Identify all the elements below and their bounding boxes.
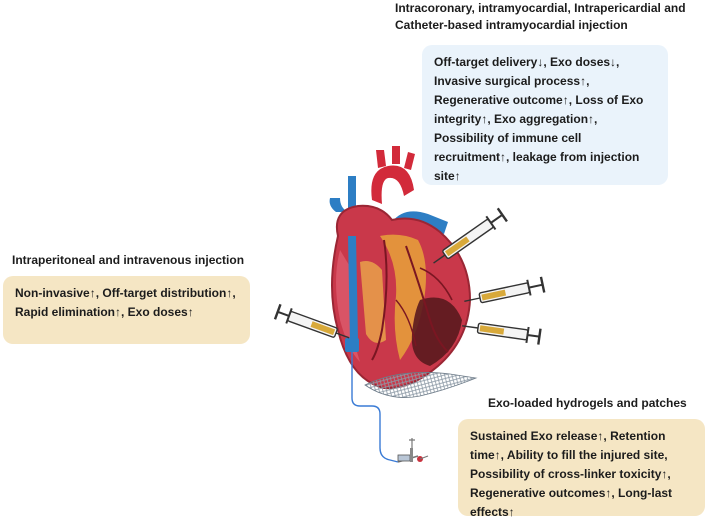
intracoronary-heading: Intracoronary, intramyocardial, Intraper… (395, 1, 686, 32)
intracoronary-description-box: Off-target delivery↓, Exo doses↓, Invasi… (422, 45, 668, 185)
hydrogel-patch-icon (364, 372, 478, 398)
intraperitoneal-heading: Intraperitoneal and intravenous injectio… (12, 253, 245, 267)
heart-illustration (329, 146, 472, 390)
hydrogels-description-box: Sustained Exo release↑, Retention time↑,… (458, 419, 705, 519)
intraperitoneal-description-box: Non-invasive↑, Off-target distribution↑,… (3, 276, 250, 344)
syringe-icon (464, 276, 546, 304)
hydrogels-heading: Exo-loaded hydrogels and patches (488, 396, 687, 410)
syringe-icon (433, 207, 508, 264)
syringe-icon (462, 322, 542, 345)
catheter-icon (351, 352, 429, 463)
syringe-icon (273, 303, 350, 339)
